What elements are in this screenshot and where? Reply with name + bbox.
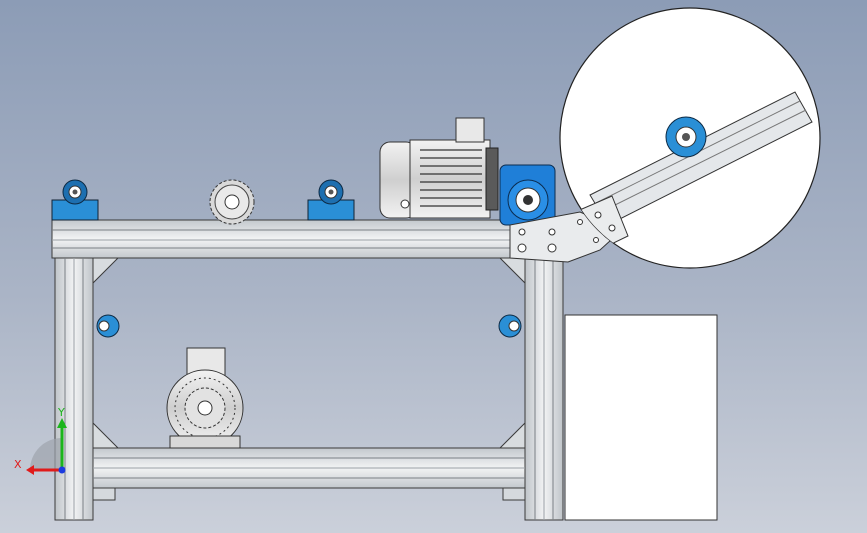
pillow-block-bearing [307,179,355,221]
right-foot [502,487,526,501]
axis-y-label: Y [57,406,65,419]
top-beam [51,219,565,259]
side-roller-bearing [498,314,522,338]
aluminum-profile-frame [51,219,565,521]
worm-gearbox [499,164,556,226]
axis-x-label: X [14,458,22,471]
bottom-motor [166,347,244,449]
detail-view-circle [559,7,821,269]
corner-bracket [498,421,526,449]
left-foot [92,487,116,501]
corner-bracket [498,257,526,285]
side-roller-bearing [96,314,120,338]
cabinet-box [564,314,718,521]
sprocket [209,179,255,225]
electric-motor [379,117,499,219]
corner-bracket [92,257,120,285]
pillow-block-bearing [51,179,99,221]
corner-bracket [92,421,120,449]
coordinate-triad: X Y [14,406,67,475]
